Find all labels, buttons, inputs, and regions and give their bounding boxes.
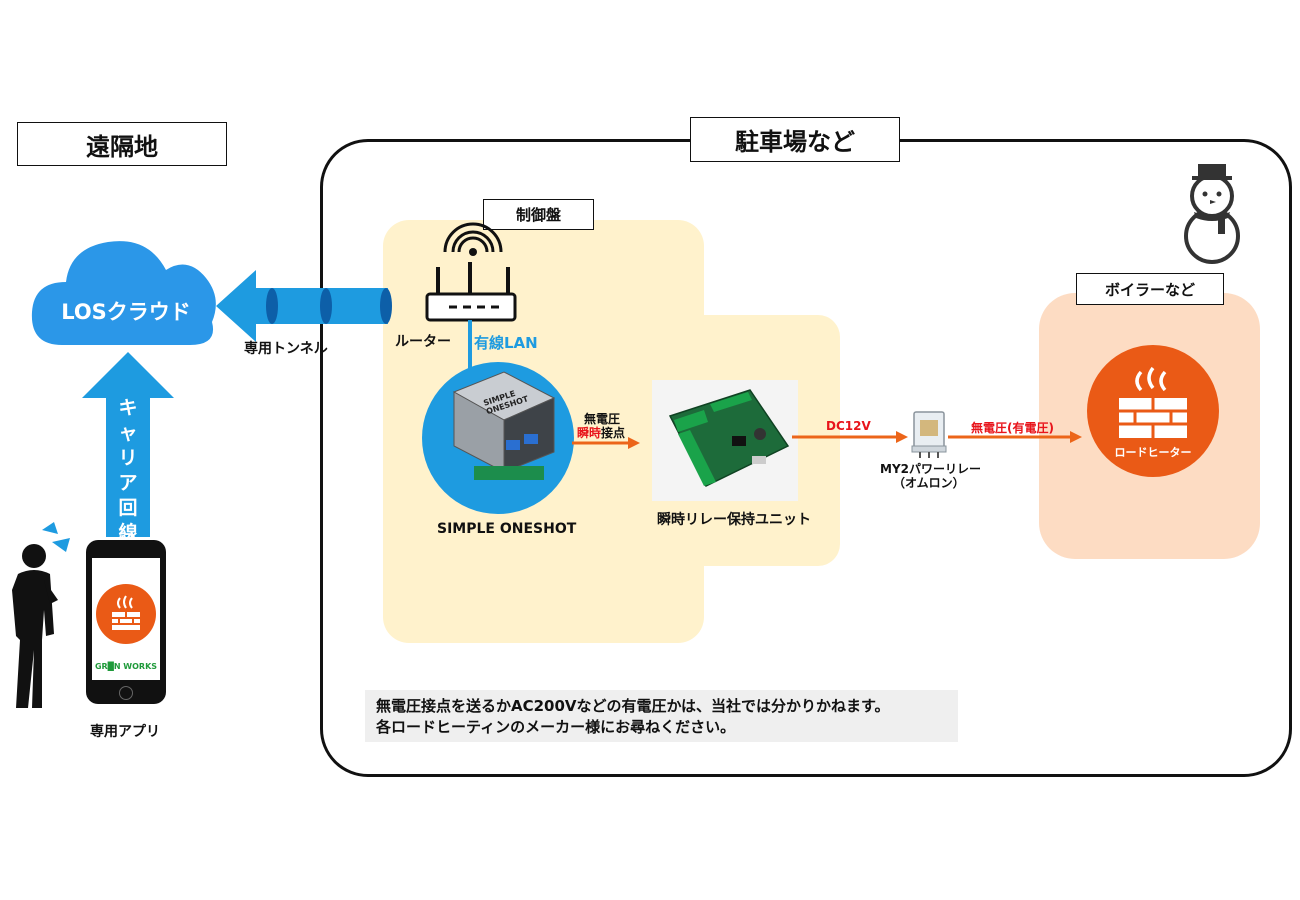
note-line2: 各ロードヒーティンのメーカー様にお尋ねください。 <box>376 718 736 736</box>
lan-label: 有線LAN <box>474 334 538 352</box>
relay-unit-label: 瞬時リレー保持ユニット <box>657 512 811 528</box>
tunnel-arrow <box>216 270 392 342</box>
dc-label: DC12V <box>826 419 871 433</box>
snowman-icon <box>1184 164 1240 264</box>
dry-contact-black: 接点 <box>601 426 626 440</box>
road-heater-icon <box>1119 366 1187 438</box>
dc-arrow <box>792 431 908 443</box>
tunnel-label: 専用トンネル <box>244 341 328 357</box>
signal-marks-icon <box>42 522 70 552</box>
power-relay-icon[interactable] <box>908 410 954 460</box>
dry-contact-line2: 瞬時接点 <box>577 424 625 441</box>
dry-contact-line1: 無電圧 <box>584 412 621 426</box>
oneshot-device[interactable] <box>444 362 564 492</box>
router-icon <box>425 222 517 322</box>
boiler-label: ボイラーなど <box>1076 273 1224 305</box>
power-relay-line2: （オムロン） <box>893 476 965 490</box>
dry-contact-red: 瞬時 <box>577 426 602 440</box>
home-button[interactable] <box>119 686 133 700</box>
lan-line <box>468 320 472 382</box>
note-box <box>365 690 958 742</box>
oneshot-label: SIMPLE ONESHOT <box>437 521 577 537</box>
person-icon <box>12 544 58 708</box>
parking-label: 駐車場など <box>690 117 900 162</box>
carrier-label: キャリア回線 <box>118 397 138 544</box>
voltage-label: 無電圧(有電圧) <box>971 421 1054 435</box>
carrier-arrow <box>82 352 174 537</box>
router-label: ルーター <box>395 334 451 350</box>
relay-unit-board[interactable] <box>660 386 790 496</box>
cloud-shape <box>31 241 216 345</box>
cloud-text: LOSクラウド <box>61 300 191 324</box>
app-label: 専用アプリ <box>90 724 160 740</box>
note-line1: 無電圧接点を送るかAC200Vなどの有電圧かは、当社では分かりかねます。 <box>376 697 890 715</box>
road-heater-label: ロードヒーター <box>1114 446 1192 459</box>
app-brand: GR█N WORKS <box>94 662 158 671</box>
control-panel-label: 制御盤 <box>483 199 594 230</box>
dry-contact-arrow <box>572 437 640 449</box>
power-relay-line1: MY2パワーリレー <box>880 462 981 476</box>
voltage-arrow <box>948 431 1082 443</box>
remote-label: 遠隔地 <box>17 122 227 166</box>
app-heater-icon <box>112 595 140 630</box>
